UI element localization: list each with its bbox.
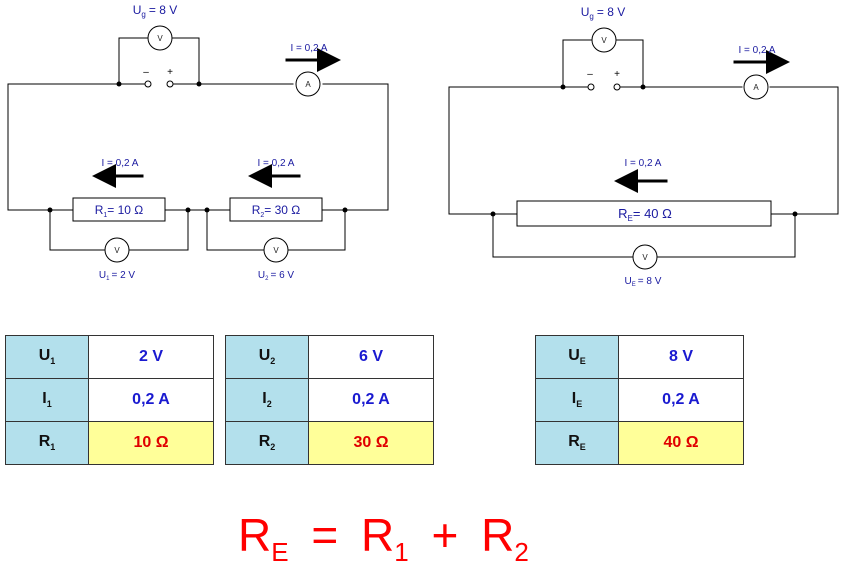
symbol-cell: U2	[225, 335, 309, 379]
symbol-cell: IE	[535, 378, 619, 422]
formula-term1: R	[361, 509, 395, 561]
values-table-r1: U1 2 V I1 0,2 A R1 10 Ω	[5, 335, 214, 465]
table-row: R2 30 Ω	[225, 421, 434, 465]
left-source-voltage-label: Ug= 8 V	[133, 3, 177, 19]
right-source-voltage-label: Ug= 8 V	[581, 5, 625, 21]
formula-equals: =	[311, 509, 339, 561]
svg-text:V: V	[642, 253, 648, 262]
table-row: I2 0,2 A	[225, 378, 434, 422]
left-ammeter: A	[295, 71, 321, 97]
svg-text:A: A	[753, 83, 759, 92]
value-cell: 6 V	[308, 335, 434, 379]
formula-term2-sub: 2	[514, 537, 529, 568]
resistor-r2	[229, 197, 323, 222]
left-minus-sign: –	[143, 67, 149, 78]
value-cell: 0,2 A	[308, 378, 434, 422]
values-table-r2: U2 6 V I2 0,2 A R2 30 Ω	[225, 335, 434, 465]
right-total-current-label: I = 0,2 A	[739, 45, 776, 56]
formula-term1-sub: 1	[394, 537, 409, 568]
value-cell: 0,2 A	[88, 378, 214, 422]
formula-lhs: R	[238, 509, 272, 561]
svg-text:V: V	[114, 246, 120, 255]
right-nodes	[490, 84, 798, 217]
svg-text:V: V	[157, 34, 163, 43]
resistance-value-cell: 10 Ω	[88, 421, 214, 465]
table-row: IE 0,2 A	[535, 378, 744, 422]
left-circuit	[7, 37, 389, 251]
symbol-cell: U1	[5, 335, 89, 379]
u2-label: U2= 6 V	[258, 270, 295, 282]
re-current-label: I = 0,2 A	[625, 158, 662, 169]
left-r1-voltmeter: V	[104, 237, 130, 263]
left-plus-sign: +	[167, 67, 173, 78]
resistance-value-cell: 30 Ω	[308, 421, 434, 465]
right-source-negative-terminal	[587, 83, 595, 91]
right-plus-sign: +	[614, 69, 620, 80]
ue-label: UE= 8 V	[625, 276, 662, 288]
left-source-positive-terminal	[166, 80, 174, 88]
table-row: RE 40 Ω	[535, 421, 744, 465]
r1-label: R1= 10 Ω	[95, 203, 144, 219]
right-minus-sign: –	[587, 69, 593, 80]
left-source-voltmeter: V	[147, 25, 173, 51]
svg-text:V: V	[601, 36, 607, 45]
symbol-cell: I1	[5, 378, 89, 422]
right-source-voltmeter: V	[591, 27, 617, 53]
symbol-cell: RE	[535, 421, 619, 465]
r2-label: R2= 30 Ω	[252, 203, 301, 219]
symbol-cell: UE	[535, 335, 619, 379]
formula-lhs-sub: E	[271, 537, 289, 568]
svg-text:A: A	[305, 80, 311, 89]
symbol-cell: I2	[225, 378, 309, 422]
symbol-cell: R1	[5, 421, 89, 465]
left-r2-voltmeter: V	[263, 237, 289, 263]
values-table-re: UE 8 V IE 0,2 A RE 40 Ω	[535, 335, 744, 465]
right-circuit	[448, 39, 839, 258]
table-row: UE 8 V	[535, 335, 744, 379]
right-source-positive-terminal	[613, 83, 621, 91]
formula-term2: R	[481, 509, 515, 561]
resistor-re	[516, 200, 772, 227]
value-cell: 8 V	[618, 335, 744, 379]
table-row: U1 2 V	[5, 335, 214, 379]
left-source-negative-terminal	[144, 80, 152, 88]
table-row: I1 0,2 A	[5, 378, 214, 422]
formula-plus: +	[431, 509, 459, 561]
resistor-r1	[72, 197, 166, 222]
symbol-cell: R2	[225, 421, 309, 465]
value-cell: 2 V	[88, 335, 214, 379]
right-ammeter: A	[743, 74, 769, 100]
r1-current-label: I = 0,2 A	[102, 158, 139, 169]
series-resistance-formula: RE = R1 + R2	[238, 505, 529, 582]
resistance-value-cell: 40 Ω	[618, 421, 744, 465]
right-re-voltmeter: V	[632, 244, 658, 270]
u1-label: U1= 2 V	[99, 270, 136, 282]
value-cell: 0,2 A	[618, 378, 744, 422]
r2-current-label: I = 0,2 A	[258, 158, 295, 169]
table-row: U2 6 V	[225, 335, 434, 379]
left-nodes	[47, 81, 348, 213]
re-label: RE= 40 Ω	[618, 206, 672, 223]
svg-text:V: V	[273, 246, 279, 255]
table-row: R1 10 Ω	[5, 421, 214, 465]
left-total-current-label: I = 0,2 A	[291, 43, 328, 54]
